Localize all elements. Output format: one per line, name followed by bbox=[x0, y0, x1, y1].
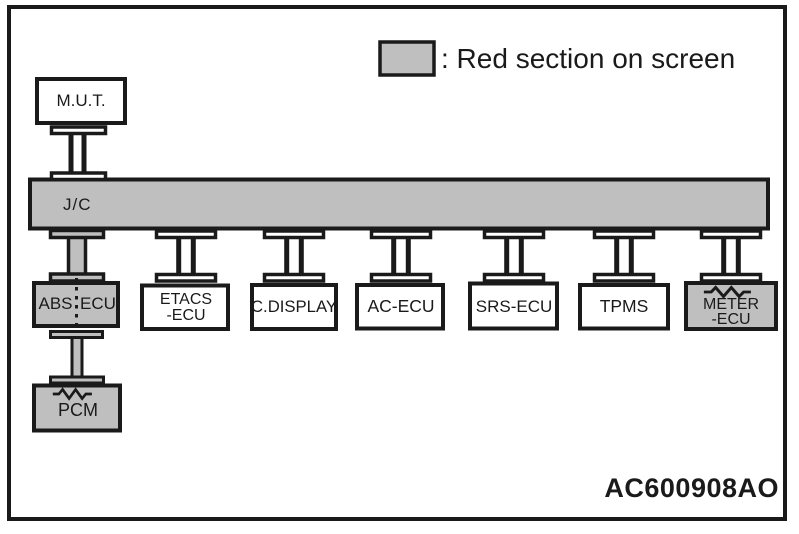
srs-ecu-label: SRS-ECU bbox=[476, 297, 553, 316]
jc-label: J/C bbox=[63, 195, 92, 214]
etacs-ecu-box bbox=[140, 283, 230, 331]
srs-ecu-box bbox=[468, 281, 559, 331]
meter-label-line2: -ECU bbox=[711, 311, 750, 328]
legend-label: : Red section on screen bbox=[441, 43, 735, 74]
connector-stub bbox=[49, 125, 108, 136]
mut-label: M.U.T. bbox=[56, 91, 105, 110]
bus-jc: J/C bbox=[28, 177, 770, 231]
connector-abs-pcm bbox=[49, 330, 105, 385]
connector-jc-abs bbox=[48, 228, 106, 283]
connector-stub bbox=[49, 375, 105, 385]
wire-column bbox=[66, 234, 88, 279]
mut-box bbox=[35, 77, 127, 125]
c-display-box bbox=[250, 283, 338, 331]
diagram-border-frame bbox=[7, 5, 787, 521]
figure-code: AC600908AO bbox=[604, 473, 779, 503]
ac-ecu-label: AC-ECU bbox=[367, 296, 434, 316]
connector-stub bbox=[49, 330, 104, 339]
ac-ecu-box bbox=[355, 283, 445, 331]
connector-stub bbox=[49, 171, 108, 182]
etacs-label-line2: -ECU bbox=[166, 307, 205, 324]
pcm-label: PCM bbox=[58, 400, 98, 420]
abs-label-right: ECU bbox=[80, 294, 116, 313]
c-display-label: C.DISPLAY bbox=[251, 297, 337, 316]
node-pcm: PCM bbox=[32, 383, 122, 433]
abs-label-left: ABS bbox=[38, 294, 72, 313]
wire-line bbox=[81, 131, 87, 175]
jc-bus-bar bbox=[28, 177, 770, 231]
meter-label-line1: METER bbox=[703, 296, 759, 313]
meter-ecu-box bbox=[684, 281, 778, 331]
node-etacs-ecu: ETACS -ECU bbox=[140, 283, 230, 331]
node-ac-ecu: AC-ECU bbox=[355, 283, 445, 331]
node-c-display: C.DISPLAY bbox=[250, 283, 338, 331]
connector-mut-jc bbox=[49, 125, 108, 182]
node-tpms: TPMS bbox=[578, 283, 670, 331]
connector-stub bbox=[48, 228, 106, 240]
node-meter-ecu: METER -ECU bbox=[684, 281, 778, 331]
node-abs-ecu: ABS ECU bbox=[32, 278, 120, 333]
etacs-label-line1: ETACS bbox=[160, 291, 212, 308]
legend: : Red section on screen bbox=[378, 40, 735, 77]
legend-highlight-swatch bbox=[378, 40, 436, 77]
node-srs-ecu: SRS-ECU bbox=[468, 281, 559, 331]
tpms-label: TPMS bbox=[600, 296, 649, 316]
tpms-box bbox=[578, 283, 670, 331]
node-mut: M.U.T. bbox=[35, 77, 127, 125]
wire-column bbox=[70, 335, 84, 380]
wire-line bbox=[68, 131, 74, 175]
